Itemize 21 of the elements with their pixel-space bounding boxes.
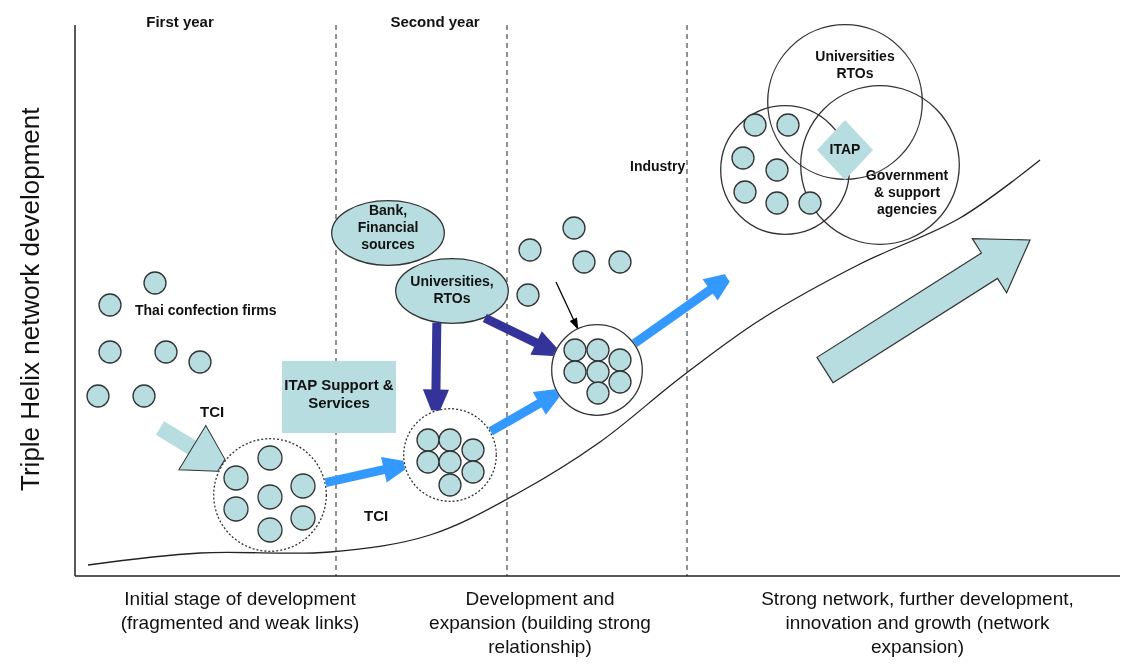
stage-caption: Development and expansion (building strong relationship) (428, 587, 652, 659)
node-label: ITAP Support & Services (283, 376, 395, 412)
group-circle (403, 408, 497, 502)
group-circle (800, 85, 960, 245)
axis-title: Triple Helix network development (13, 106, 46, 493)
node-label: Bank, Financial sources (356, 202, 420, 253)
actor-ellipse (331, 200, 445, 266)
period-heading: Second year (389, 13, 481, 32)
node-label: ITAP (828, 141, 862, 158)
node-label: Industry (630, 158, 687, 175)
period-heading: First year (145, 13, 215, 32)
group-circle (213, 438, 327, 552)
group-circle (551, 324, 643, 416)
node-label: Universities RTOs (814, 48, 896, 82)
node-label: Government & support agencies (864, 167, 950, 218)
stage-caption: Initial stage of development (fragmented and weak links) (119, 587, 361, 635)
group-label: Thai confection firms (135, 302, 278, 320)
actor-ellipse (395, 258, 509, 324)
node-label: Universities, RTOs (409, 273, 495, 307)
stage-caption: Strong network, further development, innovation and growth (network expansion) (760, 587, 1075, 659)
support-box (282, 361, 396, 433)
